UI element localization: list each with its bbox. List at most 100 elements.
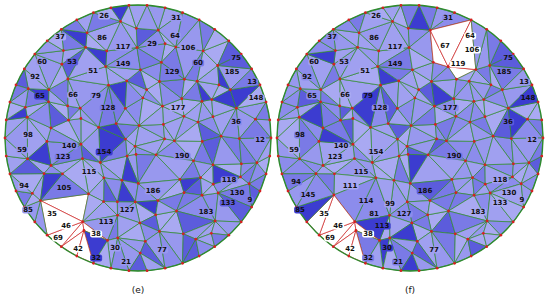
mesh-vertex bbox=[511, 176, 514, 179]
mesh-vertex bbox=[15, 84, 18, 87]
mesh-triangle bbox=[296, 54, 320, 90]
mesh-vertex bbox=[134, 201, 137, 204]
mesh-vertex bbox=[181, 11, 184, 14]
mesh-vertex bbox=[400, 269, 403, 272]
mesh-vertex bbox=[67, 119, 70, 122]
triangle-number: 35 bbox=[318, 211, 330, 218]
triangle-number: 115 bbox=[81, 169, 98, 176]
mesh-vertex bbox=[180, 97, 183, 100]
mesh-vertex bbox=[182, 232, 185, 235]
mesh-vertex bbox=[217, 192, 220, 195]
mesh-vertex bbox=[60, 63, 63, 66]
panel-label: (f) bbox=[404, 286, 416, 295]
mesh-vertex bbox=[507, 107, 510, 110]
mesh-vertex bbox=[239, 176, 242, 179]
mesh-triangle bbox=[137, 48, 161, 70]
mesh-vertex bbox=[60, 245, 63, 248]
mesh-vertex bbox=[281, 172, 284, 175]
mesh-triangle bbox=[372, 163, 394, 181]
mesh-vertex bbox=[126, 155, 129, 158]
triangle-number: 77 bbox=[428, 247, 440, 254]
triangle-number: 66 bbox=[67, 92, 79, 99]
mesh-triangle bbox=[431, 67, 456, 82]
mesh-vertex bbox=[351, 117, 354, 120]
mesh-triangle bbox=[213, 136, 241, 165]
triangle-number: 75 bbox=[230, 55, 242, 62]
mesh-vertex bbox=[391, 20, 394, 23]
mesh-vertex bbox=[426, 213, 429, 216]
triangle-number: 37 bbox=[54, 34, 66, 41]
mesh-vertex bbox=[174, 46, 177, 49]
mesh-vertex bbox=[164, 267, 167, 270]
mesh-triangle bbox=[47, 141, 81, 165]
mesh-vertex bbox=[141, 96, 144, 99]
mesh-vertex bbox=[305, 53, 308, 56]
mesh-vertex bbox=[473, 194, 476, 197]
triangle-number: 69 bbox=[324, 235, 336, 242]
mesh-vertex bbox=[66, 78, 69, 81]
mesh-vertex bbox=[277, 118, 280, 121]
triangle-number: 9 bbox=[247, 197, 254, 204]
triangle-number: 118 bbox=[221, 177, 238, 184]
mesh-triangle bbox=[122, 156, 138, 183]
triangle-number: 140 bbox=[61, 143, 78, 150]
mesh-triangle bbox=[156, 201, 177, 215]
triangle-number: 117 bbox=[115, 44, 132, 51]
triangle-number: 65 bbox=[306, 93, 318, 100]
triangle-number: 12 bbox=[254, 137, 266, 144]
mesh-vertex bbox=[92, 262, 95, 265]
domain-boundary bbox=[277, 5, 543, 271]
mesh-vertex bbox=[50, 127, 53, 130]
mesh-vertex bbox=[334, 49, 337, 52]
mesh-vertex bbox=[229, 88, 232, 91]
mesh-vertex bbox=[499, 234, 502, 237]
mesh-vertex bbox=[214, 220, 217, 223]
mesh-vertex bbox=[268, 118, 271, 121]
mesh-vertex bbox=[387, 122, 390, 125]
triangle-number: 13 bbox=[518, 79, 530, 86]
mesh-vertex bbox=[163, 137, 166, 140]
triangle-number: 60 bbox=[308, 59, 320, 66]
mesh-vertex bbox=[102, 176, 105, 179]
mesh-vertex bbox=[377, 50, 380, 53]
mesh-triangle bbox=[419, 5, 437, 30]
mesh-vertex bbox=[319, 100, 322, 103]
mesh-vertex bbox=[418, 4, 421, 7]
mesh-vertex bbox=[322, 164, 325, 167]
mesh-triangle bbox=[139, 124, 165, 138]
mesh-triangle bbox=[25, 89, 48, 108]
mesh-triangle bbox=[41, 174, 89, 201]
mesh-vertex bbox=[259, 190, 262, 193]
triangle-number: 66 bbox=[339, 92, 351, 99]
mesh-vertex bbox=[400, 4, 403, 7]
mesh-vertex bbox=[107, 84, 110, 87]
mesh-triangle bbox=[28, 89, 49, 102]
triangle-number: 113 bbox=[98, 219, 115, 226]
mesh-triangle bbox=[431, 79, 456, 98]
mesh-vertex bbox=[197, 121, 200, 124]
mesh-vertex bbox=[136, 46, 139, 49]
mesh-vertex bbox=[62, 49, 65, 52]
mesh-vertex bbox=[408, 46, 411, 49]
triangle-number: 35 bbox=[46, 211, 58, 218]
mesh-vertex bbox=[161, 105, 164, 108]
mesh-vertex bbox=[181, 262, 184, 265]
triangle-number: 60 bbox=[36, 59, 48, 66]
mesh-vertex bbox=[99, 161, 102, 164]
mesh-vertex bbox=[116, 214, 119, 217]
mesh-triangle bbox=[319, 141, 353, 165]
mesh-vertex bbox=[489, 192, 492, 195]
triangle-number: 59 bbox=[16, 147, 28, 154]
mesh-vertex bbox=[116, 200, 119, 203]
mesh-triangle bbox=[10, 174, 44, 194]
mesh-vertex bbox=[227, 39, 230, 42]
mesh-vertex bbox=[26, 116, 29, 119]
mesh-vertex bbox=[199, 176, 202, 179]
mesh-vertex bbox=[115, 122, 118, 125]
mesh-triangle bbox=[174, 141, 202, 161]
mesh-vertex bbox=[276, 137, 279, 140]
mesh-vertex bbox=[110, 267, 113, 270]
mesh-vertex bbox=[79, 117, 82, 120]
triangle-number: 149 bbox=[387, 61, 404, 68]
mesh-vertex bbox=[485, 28, 488, 31]
